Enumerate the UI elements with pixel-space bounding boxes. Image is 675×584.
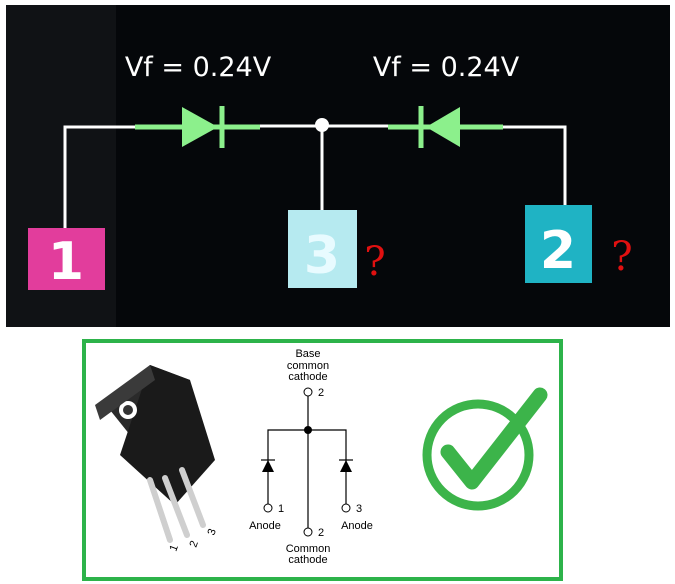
question-mark-pin-2: ? (611, 234, 632, 280)
top-label-line1: Base (295, 348, 320, 360)
top-label-line3: cathode (288, 371, 327, 383)
bottom-label-line2: cathode (288, 554, 327, 566)
right-pin-number: 3 (356, 503, 362, 515)
pin-1-label: 1 (48, 232, 84, 292)
tester-screen-photo: Vf = 0.24V Vf = 0.24V 1 3 2 (6, 5, 670, 327)
question-mark-pin-3: ? (364, 239, 385, 285)
bottom-pin-number: 2 (318, 527, 324, 539)
left-anode-label: Anode (249, 520, 281, 532)
diode-right-vf-label: Vf = 0.24V (373, 52, 520, 83)
datasheet-schematic: Base common cathode 2 1 3 Anode (249, 348, 373, 566)
diode-right-symbol (388, 106, 503, 148)
package-pin-1-label: 1 (168, 543, 181, 553)
circuit-wires (63, 124, 567, 228)
pin-1-box: 1 (28, 228, 105, 292)
package-pin-2-label: 2 (188, 539, 201, 549)
junction-node (315, 118, 329, 132)
diode-left-vf-label: Vf = 0.24V (125, 52, 272, 83)
top-label-line2: common (287, 360, 329, 372)
pin-2-box: 2 (525, 205, 592, 283)
datasheet-panel: 1 2 3 Base common cathode (82, 339, 563, 581)
checkmark-icon (422, 387, 548, 511)
to247-package-image: 1 2 3 (95, 365, 219, 553)
pin-2-label: 2 (540, 221, 576, 281)
pin-3-box: 3 (288, 210, 357, 288)
pin-3-label: 3 (304, 226, 340, 286)
diode-3-symbol (339, 459, 353, 472)
package-pin-3-label: 3 (206, 527, 219, 537)
left-pin-number: 1 (278, 503, 284, 515)
right-anode-label: Anode (341, 520, 373, 532)
top-pin-number: 2 (318, 387, 324, 399)
diode-left-symbol (135, 106, 260, 148)
bottom-label-line1: Common (286, 543, 331, 555)
diode-1-symbol (261, 459, 275, 472)
